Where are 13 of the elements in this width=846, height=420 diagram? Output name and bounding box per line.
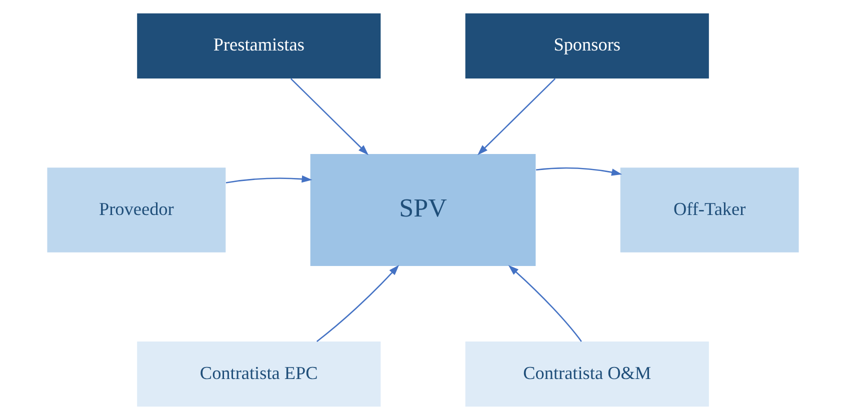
- node-box: Contratista EPC: [137, 342, 381, 407]
- arrow: [536, 167, 622, 176]
- arrow: [508, 265, 582, 342]
- node-box: Sponsors: [465, 13, 709, 78]
- node-box: SPV: [310, 154, 536, 266]
- arrow: [290, 78, 369, 156]
- arrow: [477, 78, 556, 156]
- arrow: [316, 264, 400, 342]
- arrow: [226, 175, 312, 184]
- node-box: Off-Taker: [620, 168, 799, 252]
- node-box: Contratista O&M: [465, 342, 709, 407]
- node-box: Proveedor: [47, 168, 226, 252]
- node-box: Prestamistas: [137, 13, 381, 78]
